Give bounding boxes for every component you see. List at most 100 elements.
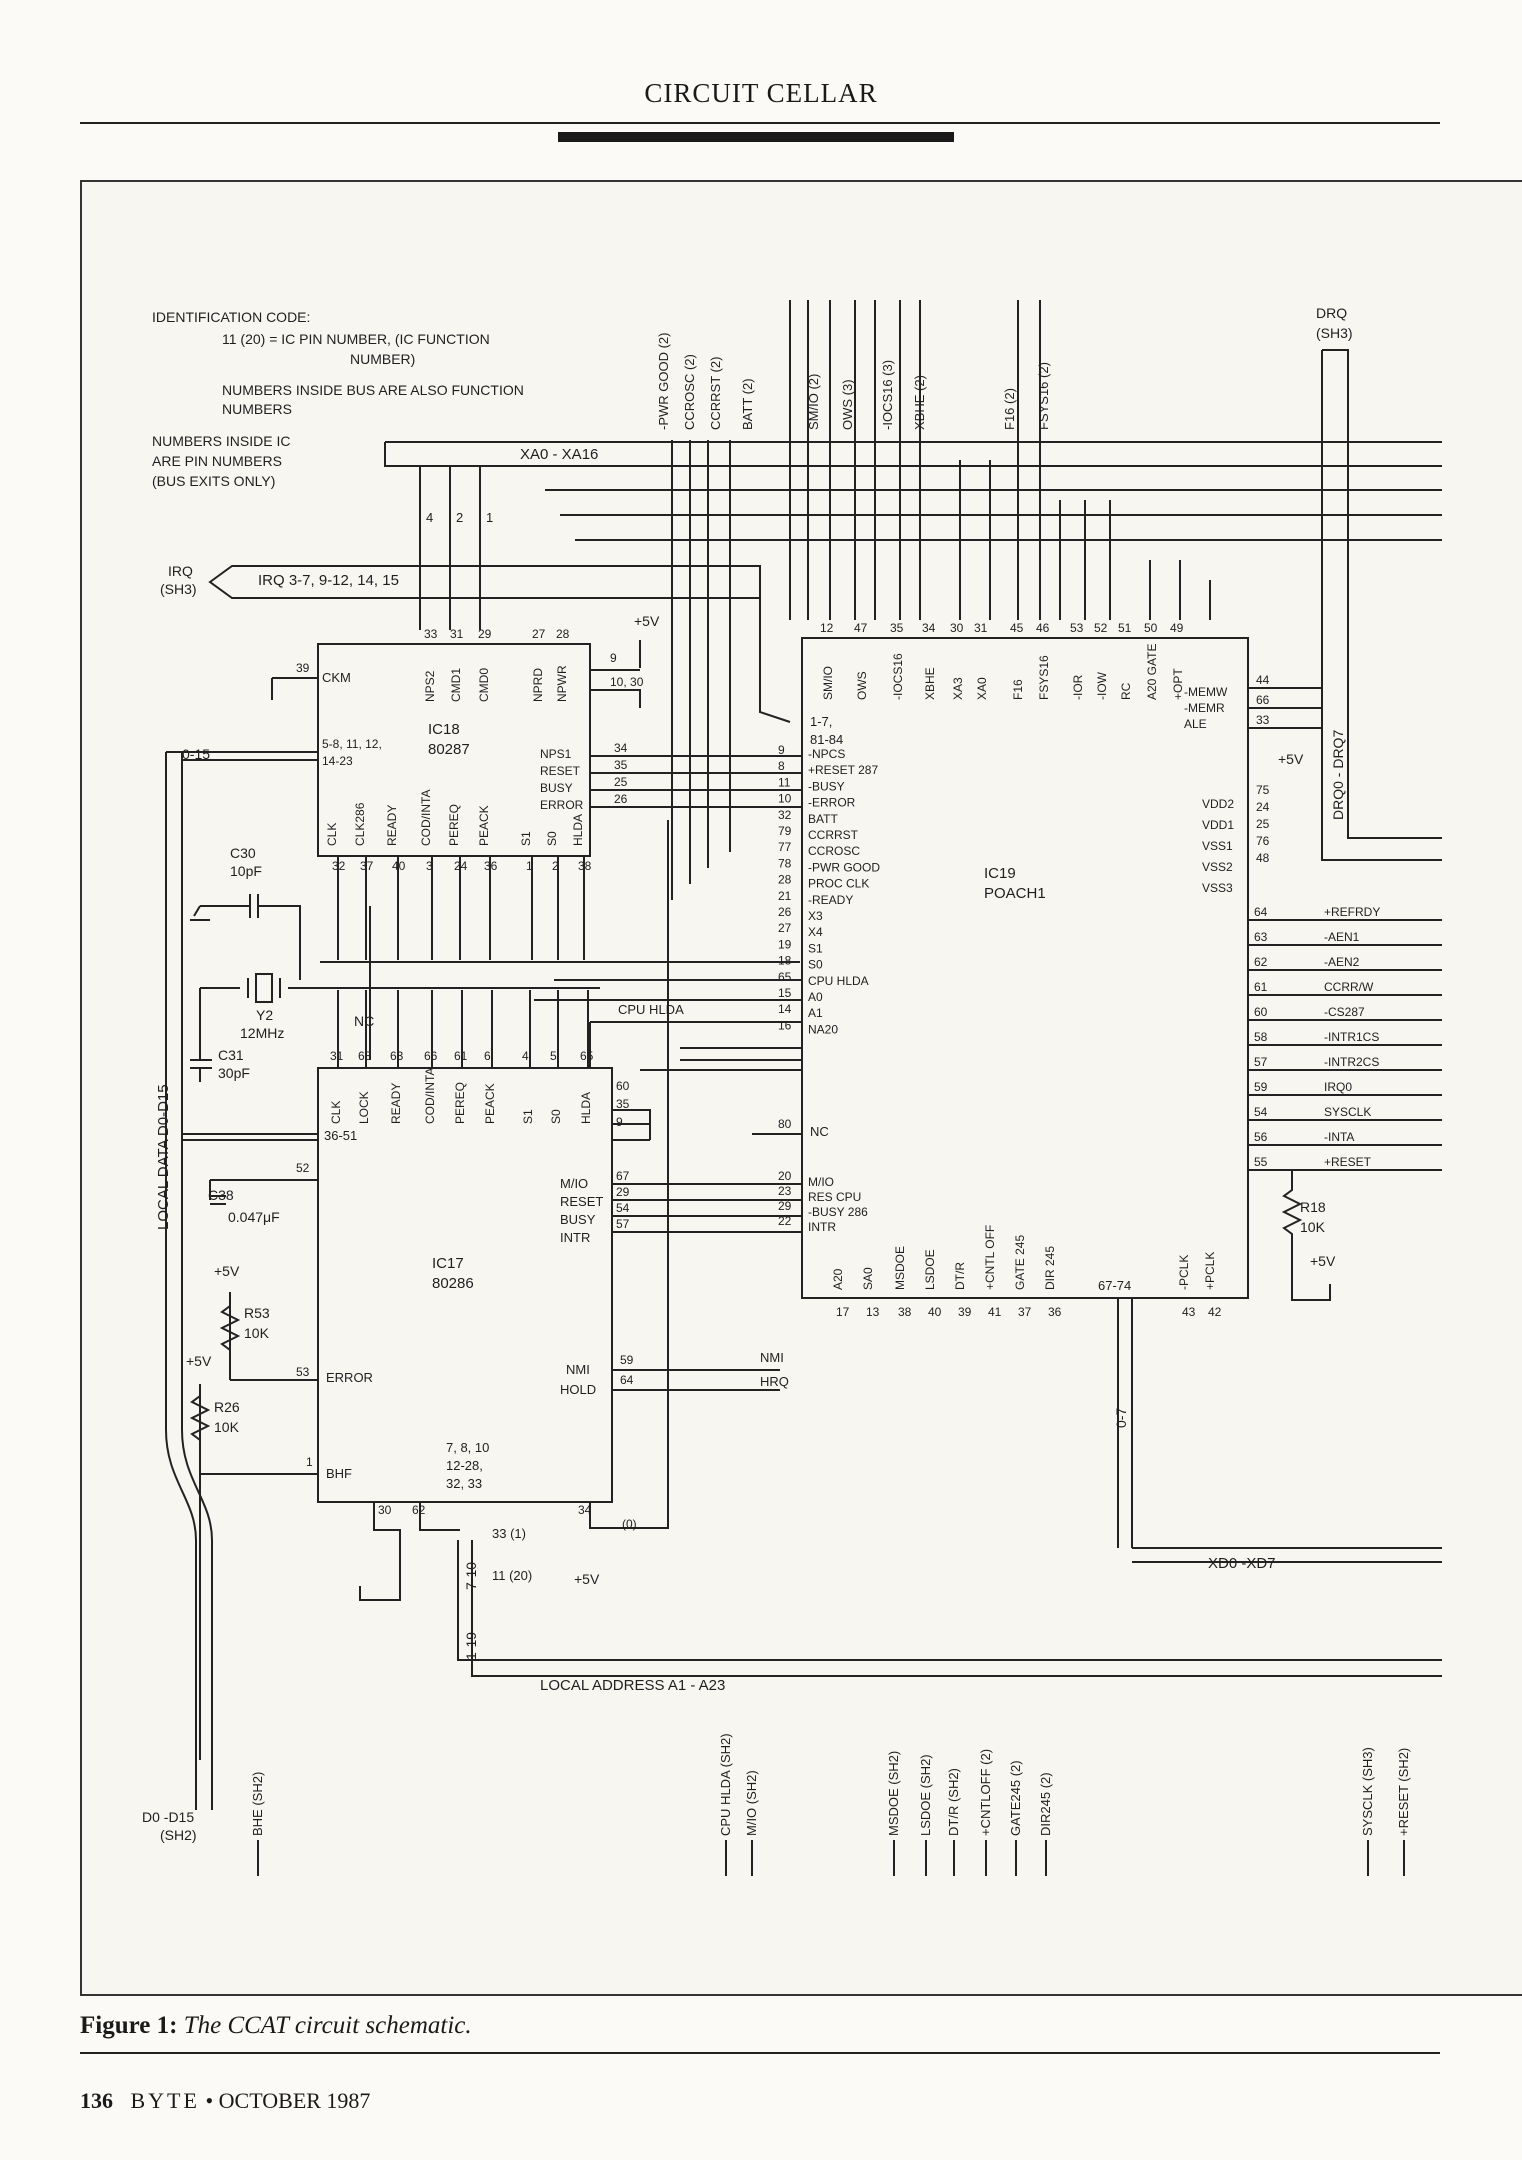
ic17-pin-number: 9	[616, 1115, 623, 1129]
ic19-pin-number: 47	[854, 621, 868, 635]
ic19-signal-label: -AEN1	[1324, 930, 1360, 944]
ic18-part: 80287	[428, 741, 470, 758]
ic19-pin-label: XA3	[951, 677, 965, 700]
legend-line: NUMBERS INSIDE IC	[152, 433, 290, 449]
ic19-pin-label: A20 GATE	[1145, 644, 1159, 700]
svg-text:LOCAL ADDRESS A1 - A23: LOCAL ADDRESS A1 - A23	[540, 1677, 725, 1694]
irq-source-sheet: (SH3)	[160, 581, 197, 597]
ic18-pin-label: RESET	[540, 764, 581, 778]
ic17-pin-label: PEREQ	[453, 1082, 467, 1124]
ic19-pin-number: 14	[778, 1002, 792, 1016]
ic19-pin-label: A0	[808, 990, 823, 1004]
ic19-pin-number: 36	[1048, 1305, 1062, 1319]
ic17-pin-label: S0	[549, 1109, 563, 1124]
ic19-left-pins: 9811103279777828212627191865151416-NPCS+…	[778, 743, 880, 1036]
ic18-pin-label: PEACK	[477, 805, 491, 846]
ic19-pin-label: VSS1	[1202, 839, 1233, 853]
ic19-pin-label: S0	[808, 958, 823, 972]
ic19-signal-label: IRQ0	[1324, 1080, 1352, 1094]
ic19-pin-number: 24	[1256, 800, 1270, 814]
svg-text:30: 30	[378, 1503, 392, 1517]
ic19-pin-number: 53	[1070, 621, 1084, 635]
svg-text:DRQ: DRQ	[1316, 305, 1347, 321]
ic19-pin-number: 42	[1208, 1305, 1222, 1319]
drq-bus: DRQ (SH3) DRQ0 - DRQ7	[1316, 305, 1442, 861]
crystal-oscillator: C30 10pF Y2 12MHz C31 30pF NC	[190, 845, 800, 1082]
top-signal-label: -PWR GOOD (2)	[656, 333, 671, 431]
bottom-signal-label: SYSCLK (SH3)	[1360, 1747, 1375, 1836]
ic17-pin-label: S1	[521, 1109, 535, 1124]
legend-line: ARE PIN NUMBERS	[152, 453, 282, 469]
svg-text:D0 -D15: D0 -D15	[142, 1809, 194, 1825]
ic19-pin-number: 33	[1256, 713, 1270, 727]
ic19-pin-number: 78	[778, 856, 792, 870]
ic17-pin-number: 63	[390, 1049, 404, 1063]
header-bar	[558, 132, 954, 142]
ic17-pin-number: 57	[616, 1217, 630, 1231]
bottom-signal-label: GATE245 (2)	[1008, 1760, 1023, 1836]
ic18-pin-number: 25	[614, 775, 628, 789]
svg-text:11 (20): 11 (20)	[492, 1568, 532, 1583]
svg-text:NC: NC	[354, 1013, 374, 1029]
ic18-pin-number: 31	[450, 627, 464, 641]
legend-line: 11 (20) = IC PIN NUMBER, (IC FUNCTION	[222, 331, 490, 347]
ic19-pin-number: 11	[778, 775, 791, 789]
ic19-pin-label: -IOR	[1071, 674, 1085, 700]
top-signal-label: CCROSC (2)	[682, 354, 697, 430]
ic17-pin-label: COD/INTA	[423, 1068, 437, 1124]
ic19-pin-label: SM/IO	[821, 666, 835, 700]
ic19-pin-number: 79	[778, 824, 792, 838]
ic17-pin-number: 65	[580, 1049, 594, 1063]
ic19-pin-label: X3	[808, 909, 823, 923]
svg-text:1: 1	[486, 510, 493, 525]
svg-text:9: 9	[610, 651, 617, 665]
svg-text:+5V: +5V	[634, 613, 660, 629]
legend-line: (BUS EXITS ONLY)	[152, 473, 275, 489]
svg-text:10K: 10K	[214, 1419, 240, 1435]
ic18-pin-number: 34	[614, 741, 628, 755]
ic19-pin-label: NA20	[808, 1022, 838, 1036]
bottom-signal-label: MSDOE (SH2)	[886, 1751, 901, 1836]
ic19-pin-label: PROC CLK	[808, 877, 869, 891]
ic19-pin-number: 56	[1254, 1130, 1268, 1144]
ic19-pin-label: -ERROR	[808, 796, 856, 810]
svg-text:53: 53	[296, 1365, 310, 1379]
svg-text:32, 33: 32, 33	[446, 1476, 482, 1491]
ic19-pin-number: 26	[778, 905, 792, 919]
ic17-pin-number: 6	[484, 1049, 491, 1063]
ic19-pin-label: FSYS16	[1037, 655, 1051, 700]
ic17-pin-label: PEACK	[483, 1083, 497, 1124]
ic19-pin-label: +PCLK	[1203, 1252, 1217, 1290]
ic18-pin-number: 2	[552, 859, 559, 873]
ic19-pin-label: -BUSY 286	[808, 1205, 868, 1219]
ic19-pin-label: INTR	[808, 1220, 836, 1234]
ic19-pin-label: CCRRST	[808, 828, 859, 842]
ic19-pin-number: 25	[1256, 817, 1270, 831]
svg-text:1: 1	[306, 1455, 313, 1469]
xa-bus-label: XA0 - XA16	[520, 446, 598, 463]
ic17-pin-label: RESET	[560, 1194, 603, 1209]
ic19-pin-label: +RESET 287	[808, 763, 878, 777]
ic18-pin-number: 29	[478, 627, 492, 641]
footer-rule	[80, 2052, 1440, 2054]
ic19-pin-label: RES CPU	[808, 1190, 861, 1204]
ic19-pin-number: 30	[950, 621, 964, 635]
irq-source-label: IRQ	[168, 563, 193, 579]
ic19-pin-label: MSDOE	[893, 1246, 907, 1290]
ic19-pin-label: VDD2	[1202, 797, 1234, 811]
ic19-poach1: IC19 POACH1 1-7, 81-84 NC 80	[752, 637, 1249, 1299]
svg-text:+5V: +5V	[214, 1263, 240, 1279]
ic19-pin-label: -BUSY	[808, 779, 845, 793]
left-passives: C38 0.047μF +5V R53 10K +5V R26 10K	[186, 1187, 280, 1441]
caption-label: Figure 1:	[80, 2012, 178, 2039]
ic19-pin-number: 32	[778, 808, 792, 822]
ic19-pin-number: 57	[1254, 1055, 1268, 1069]
ic19-pin-label: VSS2	[1202, 860, 1233, 874]
svg-text:HOLD: HOLD	[560, 1382, 596, 1397]
ic17-pin-number: 31	[330, 1049, 344, 1063]
ic19-pin-number: 75	[1256, 783, 1270, 797]
svg-text:64: 64	[620, 1373, 634, 1387]
